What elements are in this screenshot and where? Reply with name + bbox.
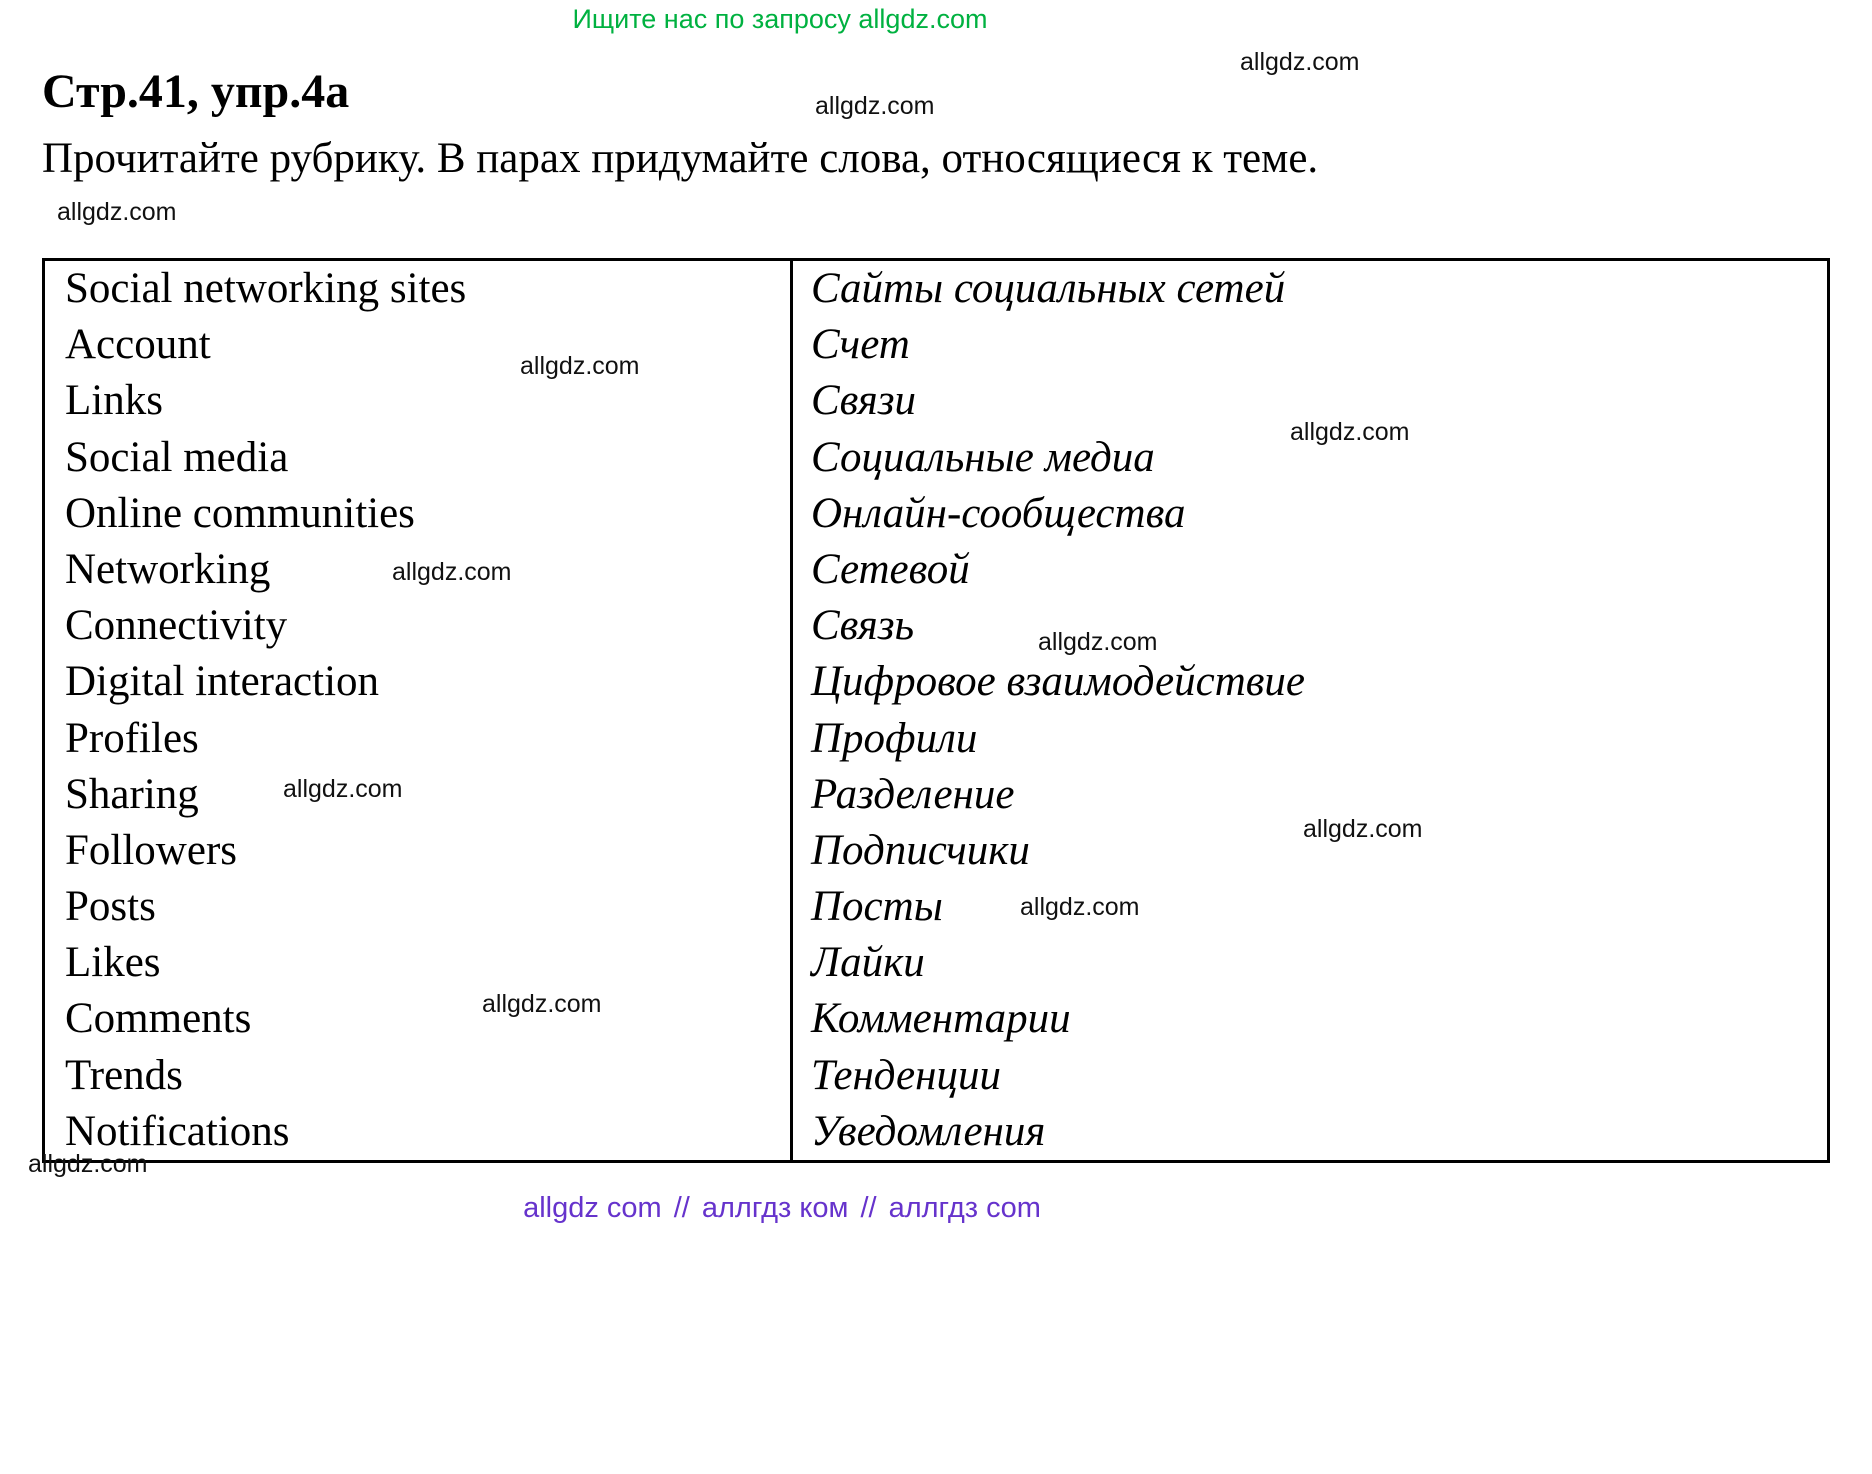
term-ru: Сайты социальных сетей <box>790 261 1827 318</box>
watermark-text: allgdz.com <box>57 198 177 226</box>
table-row: Online communities Онлайн-сообщества <box>45 485 1827 542</box>
term-ru: Связь <box>790 598 1827 655</box>
table-row: Followers Подписчики <box>45 822 1827 880</box>
term-en: Digital interaction <box>65 658 380 706</box>
term-en: Networking <box>65 545 271 593</box>
term-ru: Онлайн-сообщества <box>790 485 1827 542</box>
term-ru: Разделение <box>790 766 1827 823</box>
footer-link-text: аллгдз com <box>888 1192 1041 1224</box>
term-en: Comments <box>65 995 252 1043</box>
footer-links: allgdz com // аллгдз ком // аллгдз com <box>523 1192 1041 1225</box>
term-en: Posts <box>65 883 156 931</box>
term-ru: Лайки <box>790 935 1827 992</box>
watermark-text: allgdz.com <box>28 1150 148 1178</box>
table-row: Social networking sites Сайты социальных… <box>45 261 1827 318</box>
watermark-text: allgdz.com <box>520 352 640 380</box>
footer-separator: // <box>673 1192 690 1224</box>
table-row: Posts Посты <box>45 879 1827 936</box>
site-search-hint: Ищите нас по запросу allgdz.com <box>572 4 988 34</box>
watermark-text: allgdz.com <box>1240 48 1360 76</box>
term-en: Sharing <box>65 770 199 818</box>
term-en: Online communities <box>65 489 415 537</box>
watermark-text: allgdz.com <box>1020 893 1140 921</box>
term-en: Profiles <box>65 714 199 762</box>
term-en: Connectivity <box>65 602 288 650</box>
watermark-text: allgdz.com <box>815 92 935 120</box>
table-row: Likes Лайки <box>45 935 1827 992</box>
watermark-text: allgdz.com <box>1303 815 1423 843</box>
term-ru: Сетевой <box>790 541 1827 599</box>
table-row: Digital interaction Цифровое взаимодейст… <box>45 654 1827 711</box>
term-en: Likes <box>65 939 161 987</box>
footer-link-text: аллгдз ком <box>701 1192 849 1224</box>
term-en: Trends <box>65 1051 183 1099</box>
term-ru: Цифровое взаимодействие <box>790 654 1827 711</box>
footer-link-text: allgdz com <box>523 1192 662 1224</box>
table-row: Social media Социальные медиа <box>45 429 1827 486</box>
watermark-text: allgdz.com <box>482 990 602 1018</box>
table-row: Links Связи <box>45 373 1827 430</box>
task-instruction: Прочитайте рубрику. В парах придумайте с… <box>42 135 1319 182</box>
term-ru: Профили <box>790 710 1827 767</box>
term-en: Social media <box>65 433 289 481</box>
table-row: Sharing Разделение <box>45 766 1827 823</box>
table-row: Notifications Уведомления <box>45 1103 1827 1160</box>
term-ru: Тенденции <box>790 1047 1827 1104</box>
term-ru: Комментарии <box>790 991 1827 1048</box>
term-ru: Посты <box>790 879 1827 936</box>
table-row: Profiles Профили <box>45 710 1827 767</box>
term-en: Notifications <box>65 1107 290 1155</box>
table-row: Networking Сетевой <box>45 541 1827 599</box>
term-en: Links <box>65 377 163 425</box>
term-ru: Уведомления <box>790 1103 1827 1160</box>
watermark-text: allgdz.com <box>1290 418 1410 446</box>
watermark-text: allgdz.com <box>392 558 512 586</box>
table-row: Connectivity Связь <box>45 598 1827 655</box>
vocabulary-table: Social networking sites Сайты социальных… <box>42 258 1830 1163</box>
table-row: Trends Тенденции <box>45 1047 1827 1104</box>
term-ru: Счет <box>790 317 1827 374</box>
table-row: Account Счет <box>45 317 1827 374</box>
term-ru: Социальные медиа <box>790 429 1827 486</box>
page-title: Стр.41, упр.4а <box>42 65 350 118</box>
term-en: Followers <box>65 826 237 874</box>
table-row: Comments Комментарии <box>45 991 1827 1048</box>
term-en: Social networking sites <box>65 265 467 312</box>
watermark-text: allgdz.com <box>283 775 403 803</box>
term-ru: Связи <box>790 373 1827 430</box>
watermark-text: allgdz.com <box>1038 628 1158 656</box>
term-en: Account <box>65 321 211 369</box>
footer-separator: // <box>860 1192 877 1224</box>
term-ru: Подписчики <box>790 822 1827 880</box>
